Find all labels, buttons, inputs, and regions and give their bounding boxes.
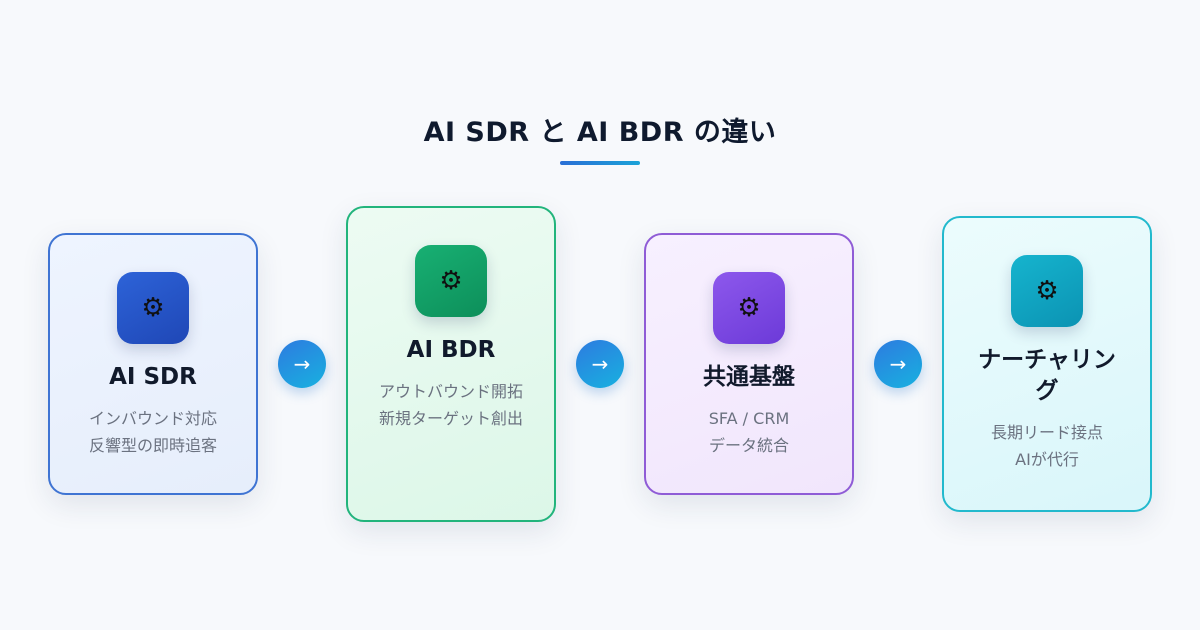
card-description-line: 長期リード接点: [990, 423, 1103, 442]
arrow-connector: →: [278, 340, 326, 388]
card-common-platform: ⚙ 共通基盤 SFA / CRM データ統合: [644, 233, 854, 495]
card-title: AI BDR: [406, 337, 496, 363]
arrow-connector: →: [576, 340, 624, 388]
gear-icon: ⚙: [141, 293, 165, 323]
card-description: アウトバウンド開拓 新規ターゲット創出: [376, 378, 526, 432]
arrow-right-icon: →: [293, 352, 311, 376]
arrow-connector: →: [874, 340, 922, 388]
card-description: 長期リード接点 AIが代行: [972, 419, 1122, 473]
card-icon-box: ⚙: [713, 272, 785, 344]
card-title: ナーチャリング: [978, 347, 1116, 404]
card-description-line: 新規ターゲット創出: [378, 409, 523, 428]
card-description-line: インバウンド対応: [88, 409, 217, 428]
gear-icon: ⚙: [439, 266, 463, 296]
card-icon-box: ⚙: [1011, 255, 1083, 327]
card-nurturing: ⚙ ナーチャリング 長期リード接点 AIが代行: [942, 216, 1152, 512]
card-description-line: SFA / CRM: [708, 409, 790, 428]
card-ai-bdr: ⚙ AI BDR アウトバウンド開拓 新規ターゲット創出: [346, 206, 556, 522]
card-title: AI SDR: [109, 364, 197, 390]
arrow-right-icon: →: [889, 352, 907, 376]
diagram-title: AI SDR と AI BDR の違い: [423, 117, 777, 148]
title-underline: [560, 161, 640, 165]
card-description: SFA / CRM データ統合: [674, 405, 824, 459]
gear-icon: ⚙: [1035, 276, 1059, 306]
card-icon-box: ⚙: [117, 272, 189, 344]
gear-icon: ⚙: [737, 293, 761, 323]
card-icon-box: ⚙: [415, 245, 487, 317]
card-description: インバウンド対応 反響型の即時追客: [78, 405, 228, 459]
card-title: 共通基盤: [703, 364, 795, 390]
card-ai-sdr: ⚙ AI SDR インバウンド対応 反響型の即時追客: [48, 233, 258, 495]
card-description-line: 反響型の即時追客: [88, 436, 217, 455]
card-description-line: データ統合: [708, 436, 789, 455]
arrow-right-icon: →: [591, 352, 609, 376]
card-description-line: アウトバウンド開拓: [378, 382, 523, 401]
card-description-line: AIが代行: [1015, 450, 1079, 469]
